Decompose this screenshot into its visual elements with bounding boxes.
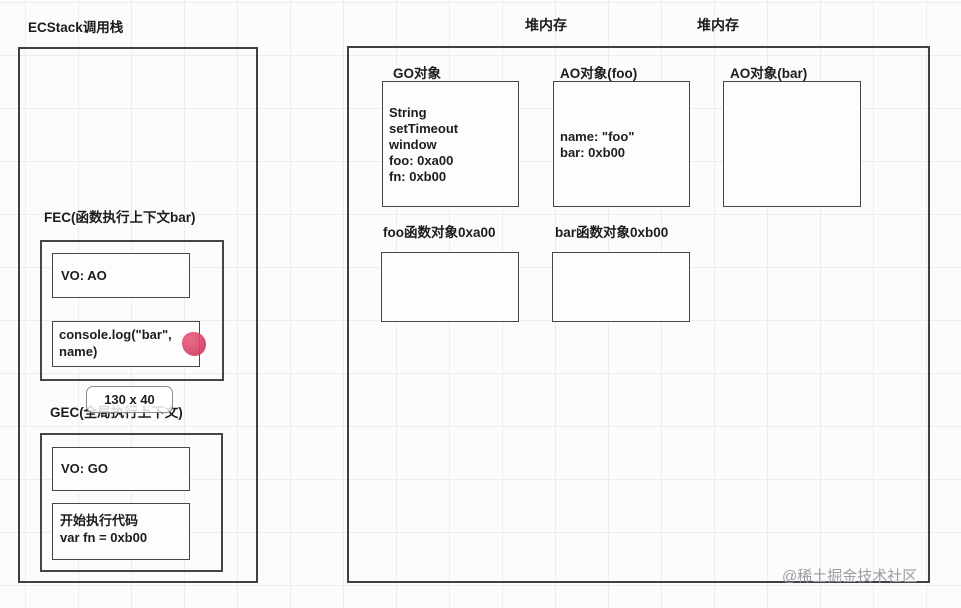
fec-vo-shape[interactable]: VO: AO [52,253,190,298]
go-line-foo: foo: 0xa00 [389,153,454,168]
bar-fn-title: bar函数对象0xb00 [555,225,669,240]
fec-frame-shape[interactable] [40,240,224,381]
go-line-fn: fn: 0xb00 [389,169,447,184]
go-line-settimeout: setTimeout [389,121,459,136]
go-line-string: String [389,105,427,120]
heap-title-2: 堆内存 [697,17,739,33]
size-tooltip-text: 130 x 40 [104,392,155,407]
ao-bar-title: AO对象(bar) [730,66,808,81]
callstack-container-shape[interactable] [18,47,258,583]
go-object-shape[interactable]: String setTimeout window foo: 0xa00 fn: … [382,81,519,207]
ao-foo-title: AO对象(foo) [560,66,638,81]
heap-container-shape[interactable] [347,46,930,583]
foo-fn-title: foo函数对象0xa00 [383,225,496,240]
gec-vo-label: VO: GO [61,461,108,476]
fec-title: FEC(函数执行上下文bar) [44,210,196,225]
ao-bar-shape[interactable] [723,81,861,207]
gec-code-shape[interactable]: 开始执行代码 var fn = 0xb00 [52,503,190,560]
ao-foo-line-bar: bar: 0xb00 [560,145,626,160]
fec-code-shape[interactable]: console.log("bar", name) [52,321,200,367]
ao-foo-line-name: name: "foo" [560,129,635,144]
size-tooltip: 130 x 40 [86,386,173,413]
foo-fn-shape[interactable] [381,252,519,322]
gec-vo-shape[interactable]: VO: GO [52,447,190,491]
fec-vo-label: VO: AO [61,268,107,283]
gec-frame-shape[interactable] [40,433,223,572]
fec-code-line1: console.log("bar", [59,327,172,342]
highlight-dot[interactable] [182,332,206,356]
ecstack-title: ECStack调用栈 [28,20,124,35]
gec-code-line2: var fn = 0xb00 [60,530,148,545]
heap-title-1: 堆内存 [525,17,567,33]
fec-code-line2: name) [59,344,98,359]
go-object-title: GO对象 [393,66,442,81]
ao-foo-shape[interactable]: name: "foo" bar: 0xb00 [553,81,690,207]
gec-code-line1: 开始执行代码 [60,513,139,528]
bar-fn-shape[interactable] [552,252,690,322]
go-line-window: window [389,137,437,152]
watermark: @稀土掘金技术社区 [782,568,918,585]
